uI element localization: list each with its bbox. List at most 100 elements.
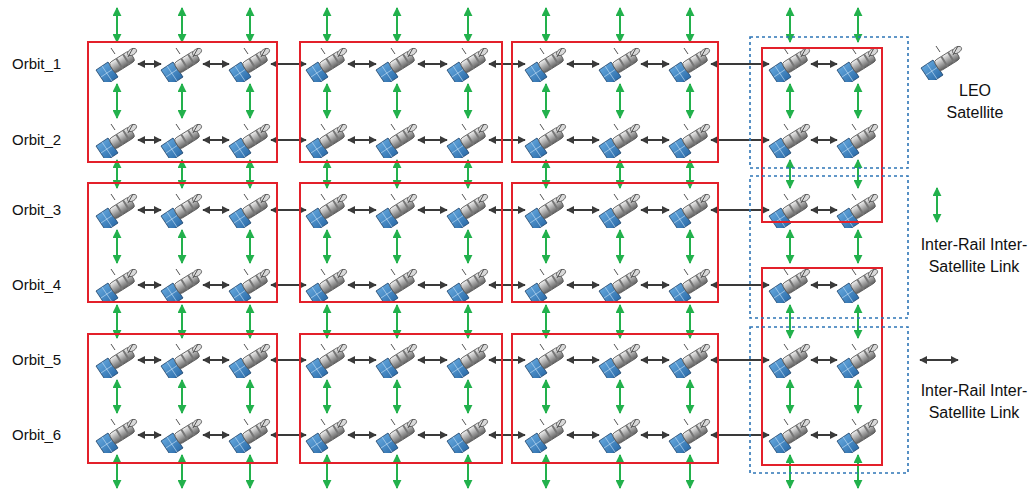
satellite-icon xyxy=(306,343,348,381)
horizontal-link xyxy=(203,139,229,141)
link-arrows xyxy=(117,8,858,488)
cluster-box xyxy=(300,334,502,463)
cluster-box xyxy=(300,42,502,162)
cluster-box xyxy=(88,334,277,463)
horizontal-link xyxy=(567,434,599,436)
vertical-link xyxy=(326,84,328,118)
satellite-icon xyxy=(306,418,348,456)
horizontal-link xyxy=(489,284,525,286)
vertical-link xyxy=(545,84,547,118)
vertical-link xyxy=(857,230,859,263)
vertical-link xyxy=(545,455,547,488)
horizontal-link xyxy=(418,359,447,361)
satellite-icon xyxy=(525,343,567,381)
cluster-box xyxy=(512,42,718,162)
vertical-link xyxy=(116,230,118,263)
satellite-icon xyxy=(96,123,138,161)
vertical-link xyxy=(789,380,791,413)
satellite-icon xyxy=(447,123,489,161)
vertical-link xyxy=(857,160,859,188)
satellite-icon xyxy=(447,193,489,231)
satellite-icon xyxy=(599,123,641,161)
cluster-box xyxy=(300,183,502,302)
vertical-link xyxy=(789,305,791,338)
satellite-icon xyxy=(229,193,271,231)
satellite-icon xyxy=(669,343,711,381)
orbit-label: Orbit_1 xyxy=(12,54,61,74)
horizontal-link xyxy=(711,63,769,65)
dotted-group xyxy=(750,176,908,318)
horizontal-link xyxy=(711,359,769,361)
horizontal-link xyxy=(418,139,447,141)
horizontal-link xyxy=(489,139,525,141)
satellite-icon xyxy=(769,418,811,456)
satellite-icon xyxy=(306,268,348,306)
orbit-label: Orbit_2 xyxy=(12,130,61,150)
dotted-group xyxy=(750,37,908,168)
satellite-icon xyxy=(525,123,567,161)
satellite-icon xyxy=(161,123,203,161)
satellite-icon xyxy=(669,268,711,306)
satellite-icon xyxy=(669,193,711,231)
horizontal-link xyxy=(811,209,837,211)
satellite-icon xyxy=(161,193,203,231)
horizontal-link xyxy=(641,139,669,141)
vertical-link xyxy=(467,84,469,118)
horizontal-link xyxy=(348,139,376,141)
horizontal-link xyxy=(203,284,229,286)
satellite-icon xyxy=(599,343,641,381)
vertical-link xyxy=(789,8,791,42)
satellite-icon xyxy=(161,343,203,381)
satellite-icon xyxy=(837,343,879,381)
orbit-label: Orbit_4 xyxy=(12,275,61,295)
satellite-icon xyxy=(769,343,811,381)
vertical-link xyxy=(326,230,328,263)
horizontal-link xyxy=(567,139,599,141)
vertical-link xyxy=(545,230,547,263)
cluster-box xyxy=(762,268,882,465)
satellite-icon xyxy=(229,123,271,161)
satellite-icon xyxy=(161,418,203,456)
satellite-icon xyxy=(447,268,489,306)
satellite-icon xyxy=(599,47,641,85)
horizontal-link xyxy=(489,359,525,361)
horizontal-link xyxy=(811,139,837,141)
horizontal-link xyxy=(138,434,161,436)
horizontal-link xyxy=(348,284,376,286)
satellite-icon xyxy=(669,47,711,85)
vertical-link-sample xyxy=(936,188,938,222)
legend-icons xyxy=(920,45,963,360)
horizontal-link xyxy=(567,359,599,361)
legend-text: Inter-Rail Inter-Satellite Link xyxy=(918,234,1030,277)
vertical-link xyxy=(857,305,859,338)
vertical-link xyxy=(619,230,621,263)
horizontal-link xyxy=(203,434,229,436)
vertical-link xyxy=(619,8,621,42)
vertical-link xyxy=(116,84,118,118)
horizontal-link xyxy=(348,209,376,211)
vertical-link xyxy=(545,8,547,42)
vertical-link xyxy=(467,8,469,42)
horizontal-link xyxy=(138,63,161,65)
vertical-link xyxy=(396,455,398,488)
satellite-icon xyxy=(769,268,811,306)
vertical-link xyxy=(181,8,183,42)
horizontal-link xyxy=(567,284,599,286)
vertical-link xyxy=(857,84,859,118)
horizontal-link xyxy=(711,139,769,141)
vertical-link xyxy=(467,455,469,488)
horizontal-link xyxy=(418,209,447,211)
horizontal-link xyxy=(418,284,447,286)
satellite-icon xyxy=(769,193,811,231)
satellite-icon xyxy=(229,418,271,456)
horizontal-link xyxy=(138,209,161,211)
vertical-link xyxy=(249,380,251,413)
cluster-boxes xyxy=(88,37,908,473)
satellite-icon xyxy=(161,47,203,85)
horizontal-link xyxy=(811,359,837,361)
horizontal-link xyxy=(203,63,229,65)
vertical-link xyxy=(326,380,328,413)
satellite-icon xyxy=(306,47,348,85)
horizontal-link xyxy=(138,284,161,286)
